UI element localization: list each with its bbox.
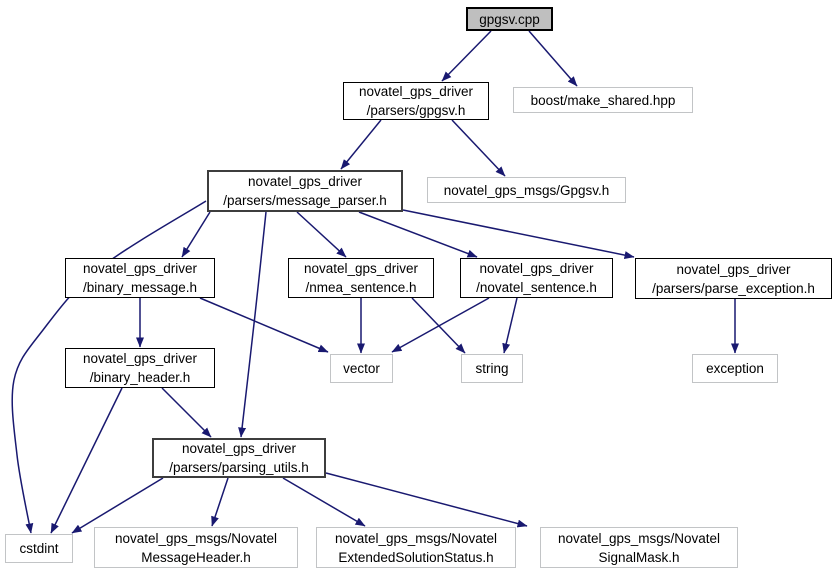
edge-gpgsv-h-to-message-parser [340, 119, 382, 170]
edge-parsing-utils-to-cstdint [71, 477, 164, 534]
node-label: boost/make_shared.hpp [530, 92, 676, 108]
node-label: novatel_gps_driver [303, 261, 419, 276]
edge-binary-header-to-cstdint [50, 387, 123, 534]
node-label: novatel_gps_driver [358, 84, 474, 99]
node-label: cstdint [19, 541, 59, 556]
edge-novatel-sentence-to-string [502, 297, 518, 354]
node-novatel-sentence[interactable]: novatel_gps_driver/novatel_sentence.h [460, 258, 613, 298]
node-vector: vector [330, 354, 393, 383]
node-label: novatel_gps_msgs/Novatel [114, 530, 278, 546]
node-boost-make-shared: boost/make_shared.hpp [513, 87, 693, 113]
node-label: exception [706, 361, 764, 376]
edge-novatel-sentence-to-vector [391, 297, 490, 353]
edge-gpgsv-cpp-to-boost-make-shared [528, 30, 578, 87]
node-label: vector [343, 361, 380, 376]
node-nmea-sentence[interactable]: novatel_gps_driver/nmea_sentence.h [288, 258, 434, 298]
edge-parsing-utils-to-novatel-signal-mask [325, 472, 528, 528]
edge-binary-header-to-parsing-utils [161, 387, 212, 438]
node-message-parser[interactable]: novatel_gps_driver/parsers/message_parse… [207, 170, 403, 212]
node-label: /nmea_sentence.h [305, 280, 417, 295]
node-string: string [461, 354, 523, 383]
edge-parsing-utils-to-novatel-extended-status [282, 477, 366, 527]
node-gpgsv-cpp: gpgsv.cpp [466, 7, 553, 31]
node-label: novatel_gps_msgs/Novatel [557, 530, 721, 546]
node-parsing-utils[interactable]: novatel_gps_driver/parsers/parsing_utils… [152, 438, 326, 478]
edge-gpgsv-cpp-to-gpgsv-h [441, 30, 492, 82]
edge-message-parser-to-parsing-utils [238, 211, 267, 438]
node-parse-exception[interactable]: novatel_gps_driver/parsers/parse_excepti… [635, 258, 832, 299]
node-gpgsv-msg: novatel_gps_msgs/Gpgsv.h [427, 177, 626, 203]
edge-message-parser-to-binary-message [181, 211, 211, 258]
node-label: string [475, 361, 509, 376]
node-label: novatel_gps_driver [676, 261, 791, 277]
node-label: /binary_header.h [89, 370, 191, 385]
node-label: novatel_gps_driver [82, 261, 198, 276]
node-label: SignalMask.h [598, 549, 680, 565]
node-label: /parsers/gpgsv.h [366, 103, 466, 118]
node-label: novatel_gps_msgs/Novatel [334, 530, 498, 546]
edge-message-parser-to-cstdint [11, 200, 207, 534]
node-gpgsv-h[interactable]: novatel_gps_driver/parsers/gpgsv.h [343, 82, 489, 120]
node-label: /parsers/parse_exception.h [652, 280, 815, 296]
edge-message-parser-to-nmea-sentence [296, 211, 347, 258]
node-label: /parsers/message_parser.h [223, 193, 387, 208]
edge-binary-message-to-vector [199, 297, 329, 353]
node-label: novatel_gps_msgs/Gpgsv.h [443, 182, 610, 198]
node-label: /binary_message.h [82, 280, 198, 295]
edge-message-parser-to-novatel-sentence [358, 211, 478, 258]
node-binary-message[interactable]: novatel_gps_driver/binary_message.h [65, 258, 215, 298]
node-label: gpgsv.cpp [479, 11, 540, 27]
node-label: novatel_gps_driver [82, 351, 198, 366]
node-label: novatel_gps_driver [479, 261, 594, 276]
node-label: MessageHeader.h [141, 549, 251, 565]
node-label: /novatel_sentence.h [476, 280, 597, 295]
node-label: novatel_gps_driver [181, 441, 297, 456]
node-exception: exception [692, 354, 778, 383]
node-binary-header[interactable]: novatel_gps_driver/binary_header.h [65, 348, 215, 388]
node-label: ExtendedSolutionStatus.h [338, 549, 494, 565]
edge-parsing-utils-to-novatel-message-header [211, 477, 229, 527]
edges-group [11, 30, 739, 534]
node-label: novatel_gps_driver [247, 174, 363, 189]
edge-message-parser-to-parse-exception [402, 209, 635, 260]
edge-gpgsv-h-to-gpgsv-msg [451, 119, 506, 177]
node-label: /parsers/parsing_utils.h [169, 460, 309, 475]
node-cstdint: cstdint [5, 534, 73, 563]
